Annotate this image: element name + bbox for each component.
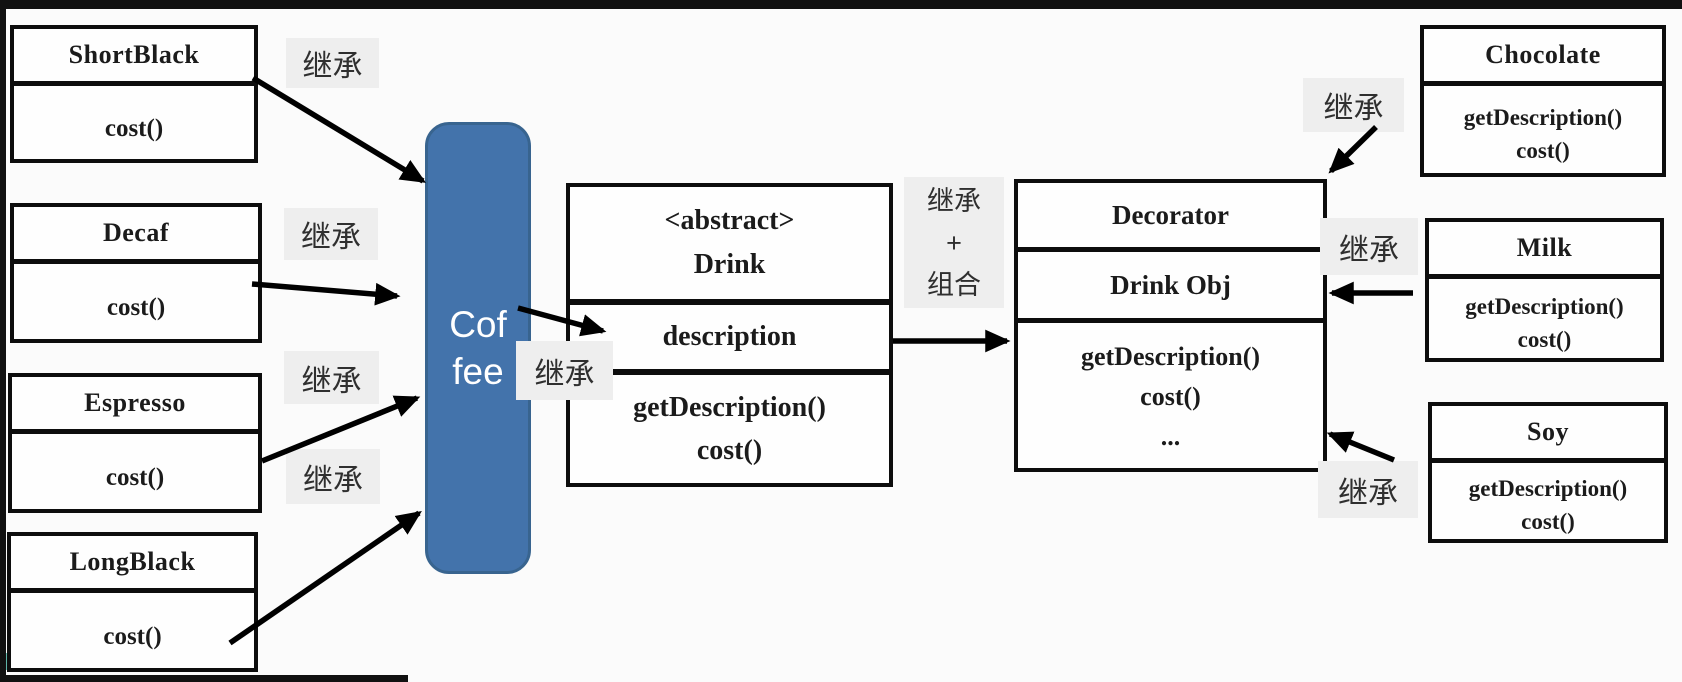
- class-box-milk: Milk getDescription() cost(): [1425, 218, 1664, 362]
- class-box-drink: <abstract> Drink description getDescript…: [566, 183, 893, 487]
- method-getdescription: getDescription(): [633, 392, 826, 423]
- arrow-longblack-to-coffee: [228, 510, 422, 646]
- class-method: cost(): [14, 81, 254, 159]
- top-border-strip: [0, 0, 1682, 9]
- class-attribute: description: [570, 299, 889, 369]
- arrow-decaf-to-coffee: [251, 281, 401, 306]
- class-stereotype: <abstract>: [664, 205, 795, 236]
- arrow-soy-to-decorator: [1326, 431, 1396, 463]
- class-methods: getDescription() cost(): [570, 369, 889, 483]
- method-getdescription: getDescription(): [1465, 293, 1624, 319]
- class-methods: getDescription() cost() ...: [1018, 318, 1323, 468]
- bottom-border-strip: [0, 675, 408, 682]
- class-header: <abstract> Drink: [570, 187, 889, 299]
- class-title: Decaf: [102, 218, 169, 247]
- method-cost: cost(): [1517, 326, 1572, 352]
- class-title: Soy: [1527, 417, 1569, 446]
- class-methods: getDescription() cost(): [1424, 81, 1662, 173]
- arrow-shortblack-to-coffee: [251, 75, 427, 184]
- class-title: Espresso: [84, 388, 186, 417]
- coffee-node: Cof fee: [425, 122, 531, 574]
- class-box-shortblack: ShortBlack cost(): [10, 25, 258, 163]
- inherit-label-soy: 继承: [1318, 461, 1418, 518]
- method-ellipsis: ...: [1160, 422, 1181, 451]
- inherit-label-milk: 继承: [1320, 218, 1418, 275]
- class-attribute: Drink Obj: [1018, 247, 1323, 318]
- inherit-label-shortblack: 继承: [286, 38, 379, 88]
- class-box-longblack: LongBlack cost(): [7, 532, 258, 672]
- inherit-label-decaf: 继承: [284, 208, 378, 260]
- class-title: ShortBlack: [68, 40, 200, 69]
- class-title: Chocolate: [1485, 40, 1601, 69]
- class-title: Milk: [1516, 233, 1573, 262]
- inherit-label-coffee-drink: 继承: [516, 341, 613, 400]
- coffee-label-line1: Cof: [449, 304, 507, 345]
- coffee-label-line2: fee: [452, 351, 504, 392]
- inherit-compose-line3: 组合: [927, 269, 981, 300]
- class-methods: getDescription() cost(): [1432, 458, 1664, 539]
- class-method: cost(): [12, 429, 258, 509]
- left-border-strip: [0, 0, 6, 682]
- class-title: LongBlack: [69, 547, 196, 576]
- class-method: cost(): [14, 259, 258, 339]
- inherit-compose-line1: 继承: [927, 185, 981, 216]
- method-getdescription: getDescription(): [1468, 476, 1628, 501]
- class-box-decaf: Decaf cost(): [10, 203, 262, 343]
- arrow-chocolate-to-decorator: [1328, 125, 1378, 174]
- class-method: cost(): [11, 588, 254, 668]
- method-getdescription: getDescription(): [1463, 104, 1623, 130]
- method-getdescription: getDescription(): [1080, 342, 1261, 371]
- inherit-label-chocolate: 继承: [1303, 78, 1404, 132]
- class-box-soy: Soy getDescription() cost(): [1428, 402, 1668, 543]
- method-cost: cost(): [1521, 509, 1575, 534]
- method-cost: cost(): [1140, 382, 1201, 411]
- class-methods: getDescription() cost(): [1429, 274, 1660, 358]
- inherit-label-espresso: 继承: [284, 351, 379, 404]
- inherit-compose-line2: +: [946, 227, 962, 258]
- method-cost: cost(): [1516, 137, 1570, 163]
- class-box-espresso: Espresso cost(): [8, 373, 262, 513]
- inherit-compose-label: 继承 + 组合: [904, 177, 1004, 308]
- class-box-decorator: Decorator Drink Obj getDescription() cos…: [1014, 179, 1327, 472]
- class-title: Decorator: [1112, 199, 1229, 230]
- class-title: Drink: [693, 249, 766, 280]
- method-cost: cost(): [696, 435, 763, 466]
- inherit-label-longblack: 继承: [286, 449, 380, 504]
- class-box-chocolate: Chocolate getDescription() cost(): [1420, 25, 1666, 177]
